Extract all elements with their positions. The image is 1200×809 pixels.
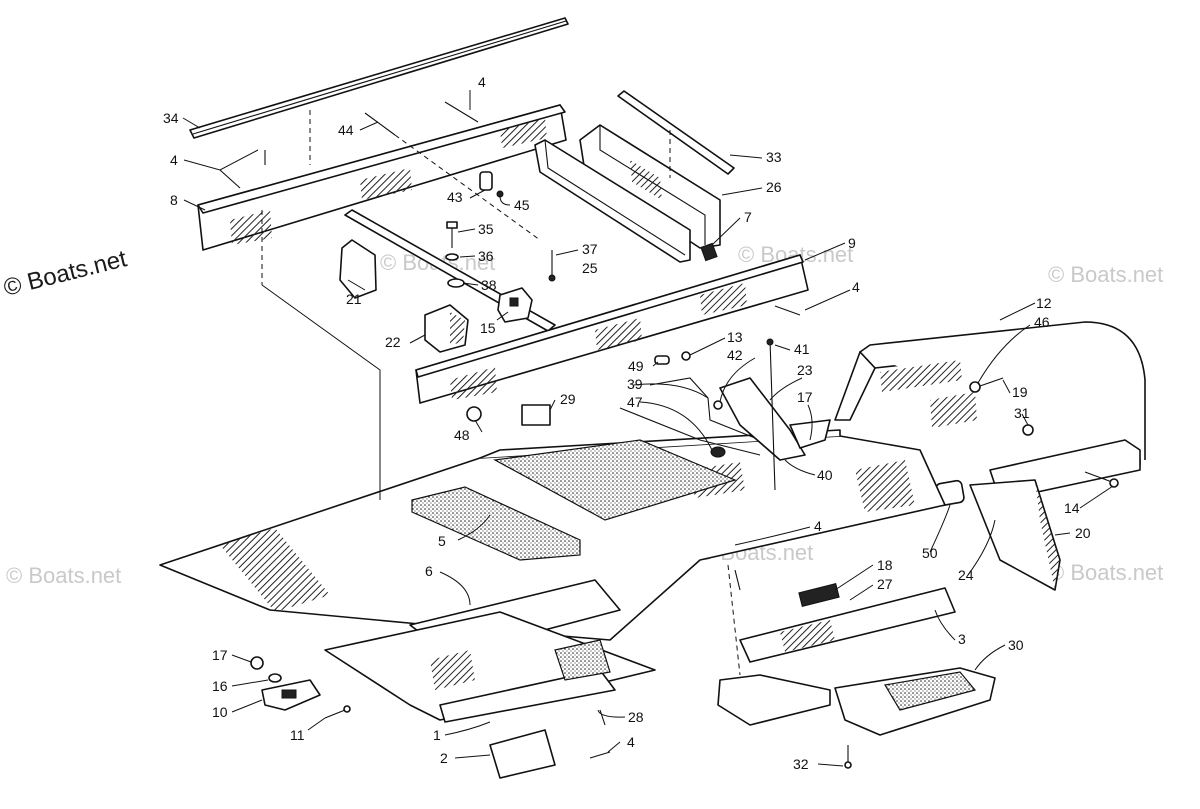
part-10-tail-lamp bbox=[261, 679, 321, 711]
callout-4: 4 bbox=[627, 734, 635, 750]
callout-43: 43 bbox=[447, 189, 463, 205]
callout-8: 8 bbox=[170, 192, 178, 208]
part-5-traction-pad bbox=[411, 486, 581, 561]
callout-12: 12 bbox=[1036, 295, 1052, 311]
part-32-screw bbox=[844, 745, 852, 769]
callout-3: 3 bbox=[958, 631, 966, 647]
watermark-logo: © Boats.net bbox=[1, 245, 130, 302]
callout-17: 17 bbox=[797, 389, 813, 405]
part-16-17-washer-nut bbox=[250, 656, 282, 683]
callout-13: 13 bbox=[727, 329, 743, 345]
callout-46: 46 bbox=[1034, 314, 1050, 330]
callout-5: 5 bbox=[438, 533, 446, 549]
part-21-bracket bbox=[339, 239, 377, 299]
callout-1: 1 bbox=[433, 727, 441, 743]
part-24-bracket bbox=[717, 674, 831, 726]
part-19-46-bolt bbox=[969, 377, 1004, 393]
part-11-screw bbox=[324, 705, 351, 719]
callout-6: 6 bbox=[425, 563, 433, 579]
callout-24: 24 bbox=[958, 567, 974, 583]
part-tunnel-top-plate bbox=[493, 439, 737, 521]
part-22-mount bbox=[424, 304, 469, 353]
callout-23: 23 bbox=[797, 362, 813, 378]
callout-47: 47 bbox=[627, 394, 643, 410]
callout-11: 11 bbox=[290, 727, 305, 743]
callout-36: 36 bbox=[478, 248, 494, 264]
part-1-floorboard bbox=[324, 611, 656, 723]
part-41-rod bbox=[766, 338, 776, 491]
watermark: © Boats.net bbox=[1048, 560, 1163, 585]
part-9-rear-rail bbox=[415, 254, 809, 404]
callout-2: 2 bbox=[440, 750, 448, 766]
callout-44: 44 bbox=[338, 122, 354, 138]
callout-39: 39 bbox=[627, 376, 643, 392]
callout-42: 42 bbox=[727, 347, 743, 363]
callout-22: 22 bbox=[385, 334, 401, 350]
callout-20: 20 bbox=[1075, 525, 1091, 541]
callout-29: 29 bbox=[560, 391, 576, 407]
callout-28: 28 bbox=[628, 709, 644, 725]
callout-18: 18 bbox=[877, 557, 893, 573]
watermark: © Boats.net bbox=[6, 563, 121, 588]
callout-26: 26 bbox=[766, 179, 782, 195]
callout-leaders bbox=[182, 90, 1114, 767]
callout-35: 35 bbox=[478, 221, 494, 237]
part-29-decal bbox=[521, 404, 551, 426]
part-30-step-pad bbox=[834, 667, 996, 736]
callout-14: 14 bbox=[1064, 500, 1080, 516]
part-15-clip bbox=[497, 287, 533, 323]
part-4-bolt-set bbox=[219, 101, 801, 759]
callout-30: 30 bbox=[1008, 637, 1024, 653]
callout-49: 49 bbox=[628, 358, 644, 374]
callout-17: 17 bbox=[212, 647, 228, 663]
part-7-clip bbox=[700, 242, 718, 262]
part-49-13-grommet bbox=[654, 351, 691, 365]
part-23-cover bbox=[719, 377, 831, 461]
callout-33: 33 bbox=[766, 149, 782, 165]
callout-48: 48 bbox=[454, 427, 470, 443]
callout-34: 34 bbox=[163, 110, 179, 126]
callout-10: 10 bbox=[212, 704, 228, 720]
part-25-channel bbox=[534, 139, 691, 263]
part-48-grommet bbox=[466, 406, 482, 422]
callout-4: 4 bbox=[852, 279, 860, 295]
part-31-nut bbox=[1022, 424, 1034, 436]
part-3-running-board-right bbox=[739, 587, 956, 663]
callout-4: 4 bbox=[814, 518, 822, 534]
callout-9: 9 bbox=[848, 235, 856, 251]
part-18-reflector bbox=[798, 583, 840, 607]
callout-31: 31 bbox=[1014, 405, 1030, 421]
part-43-45-hardware bbox=[479, 171, 504, 198]
part-34-rail-strip bbox=[189, 17, 569, 139]
callout-4: 4 bbox=[478, 74, 486, 90]
part-37-pin bbox=[548, 250, 556, 282]
callout-38: 38 bbox=[481, 277, 497, 293]
callout-45: 45 bbox=[514, 197, 530, 213]
callout-21: 21 bbox=[346, 291, 362, 307]
callout-15: 15 bbox=[480, 320, 496, 336]
watermark: © Boats.net bbox=[1048, 262, 1163, 287]
part-35-36-38-bolt-set bbox=[445, 221, 465, 288]
callout-40: 40 bbox=[817, 467, 833, 483]
callout-32: 32 bbox=[793, 756, 809, 772]
callout-50: 50 bbox=[922, 545, 938, 561]
part-20-snow-flap bbox=[969, 479, 1061, 591]
part-33-strip bbox=[617, 90, 735, 175]
callout-7: 7 bbox=[744, 209, 752, 225]
callout-16: 16 bbox=[212, 678, 228, 694]
part-8-front-rail bbox=[197, 104, 567, 251]
assembly-guide-lines bbox=[261, 110, 741, 676]
part-2-plate bbox=[489, 729, 556, 779]
callout-4: 4 bbox=[170, 152, 178, 168]
part-42-cable-clip bbox=[713, 400, 723, 410]
part-40-spring bbox=[710, 446, 726, 458]
callout-19: 19 bbox=[1012, 384, 1028, 400]
part-14-bolt bbox=[1084, 471, 1119, 488]
callout-37: 37 bbox=[582, 241, 598, 257]
callout-25: 25 bbox=[582, 260, 598, 276]
callout-27: 27 bbox=[877, 576, 893, 592]
callout-labels: 34 4 44 4 8 33 26 43 45 7 35 36 37 25 9 … bbox=[163, 74, 1091, 772]
callout-41: 41 bbox=[794, 341, 810, 357]
